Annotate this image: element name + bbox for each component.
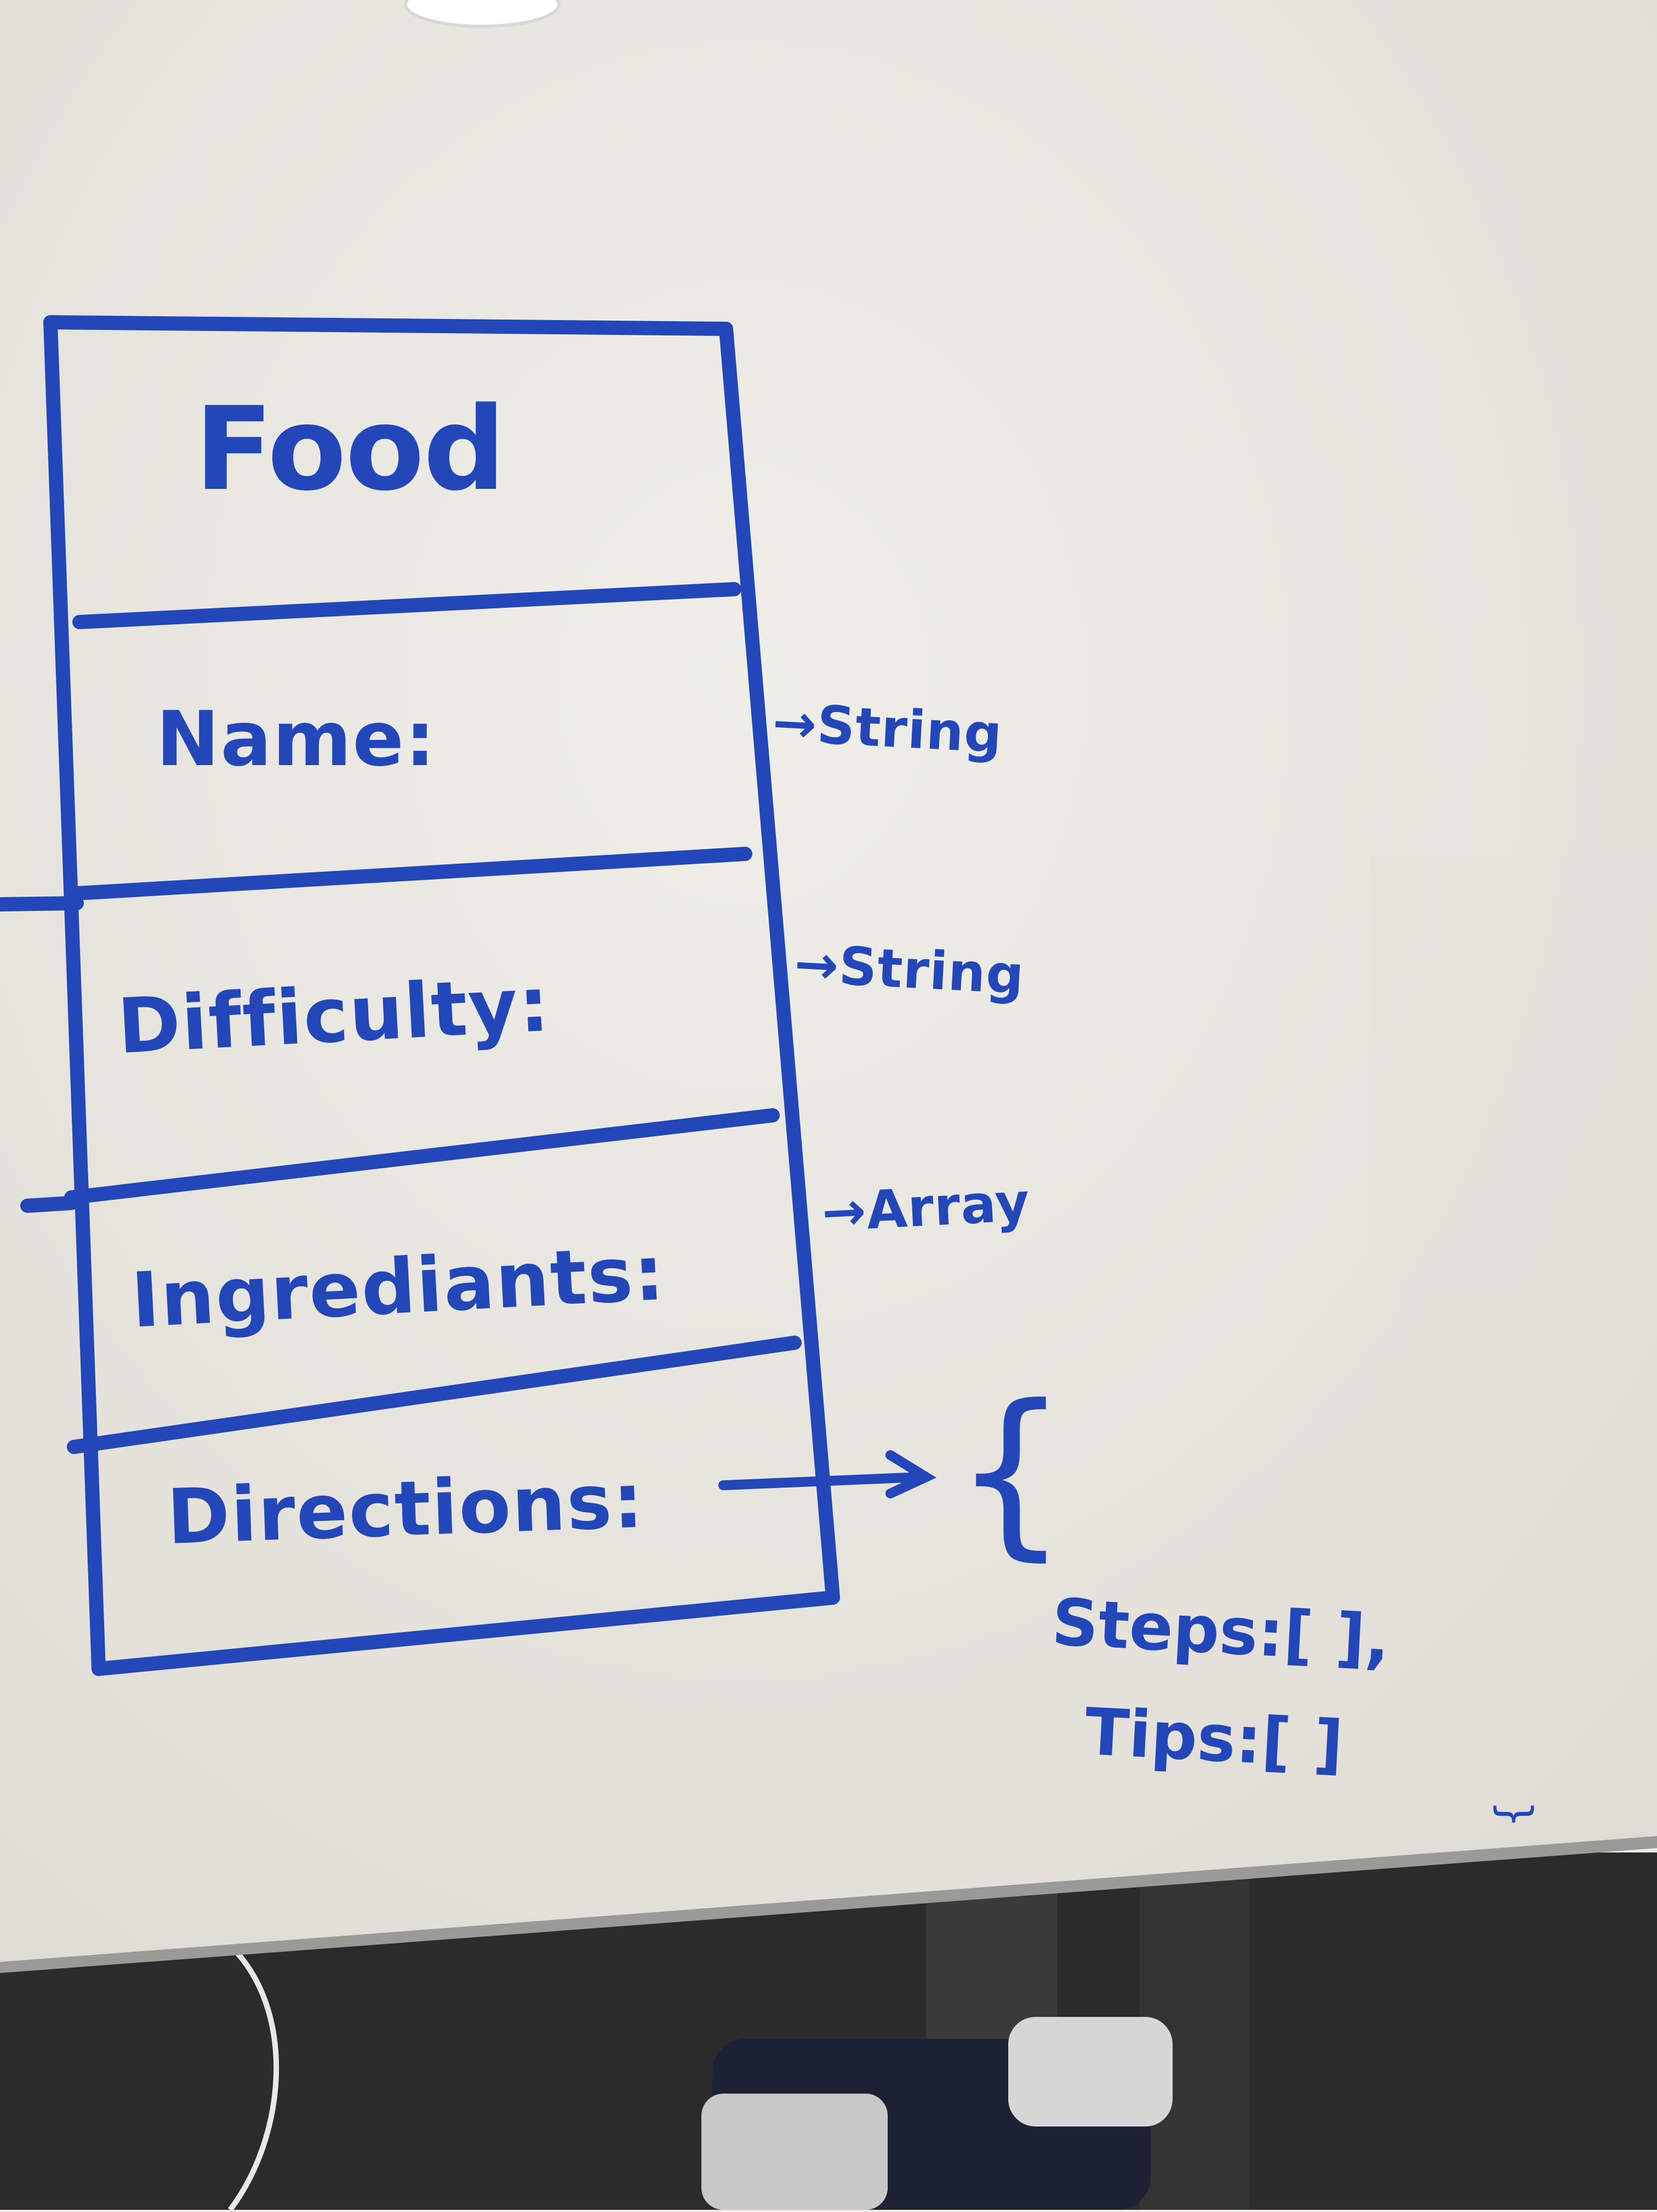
stray-mark [20, 1196, 78, 1213]
shoe [701, 2094, 888, 2210]
box-top-edge [43, 315, 733, 336]
arrow-shaft [718, 1472, 925, 1490]
erased-area [1370, 855, 1657, 1293]
divider-name [70, 847, 752, 900]
desk-edge [0, 1836, 1657, 1973]
directions-arrow [718, 1450, 937, 1498]
divider-title [72, 582, 741, 629]
divider-difficulty [64, 1108, 780, 1205]
box-bottom-edge [92, 1590, 840, 1676]
cup [404, 0, 561, 28]
shoe [1008, 2017, 1173, 2127]
cable [228, 1949, 279, 2212]
box-right-edge [719, 322, 840, 1605]
divider-ingrediants [67, 1336, 802, 1454]
arrow-head [885, 1450, 937, 1498]
stray-mark [0, 896, 84, 911]
whiteboard-surface [0, 0, 1657, 1962]
class-box [0, 315, 840, 1676]
